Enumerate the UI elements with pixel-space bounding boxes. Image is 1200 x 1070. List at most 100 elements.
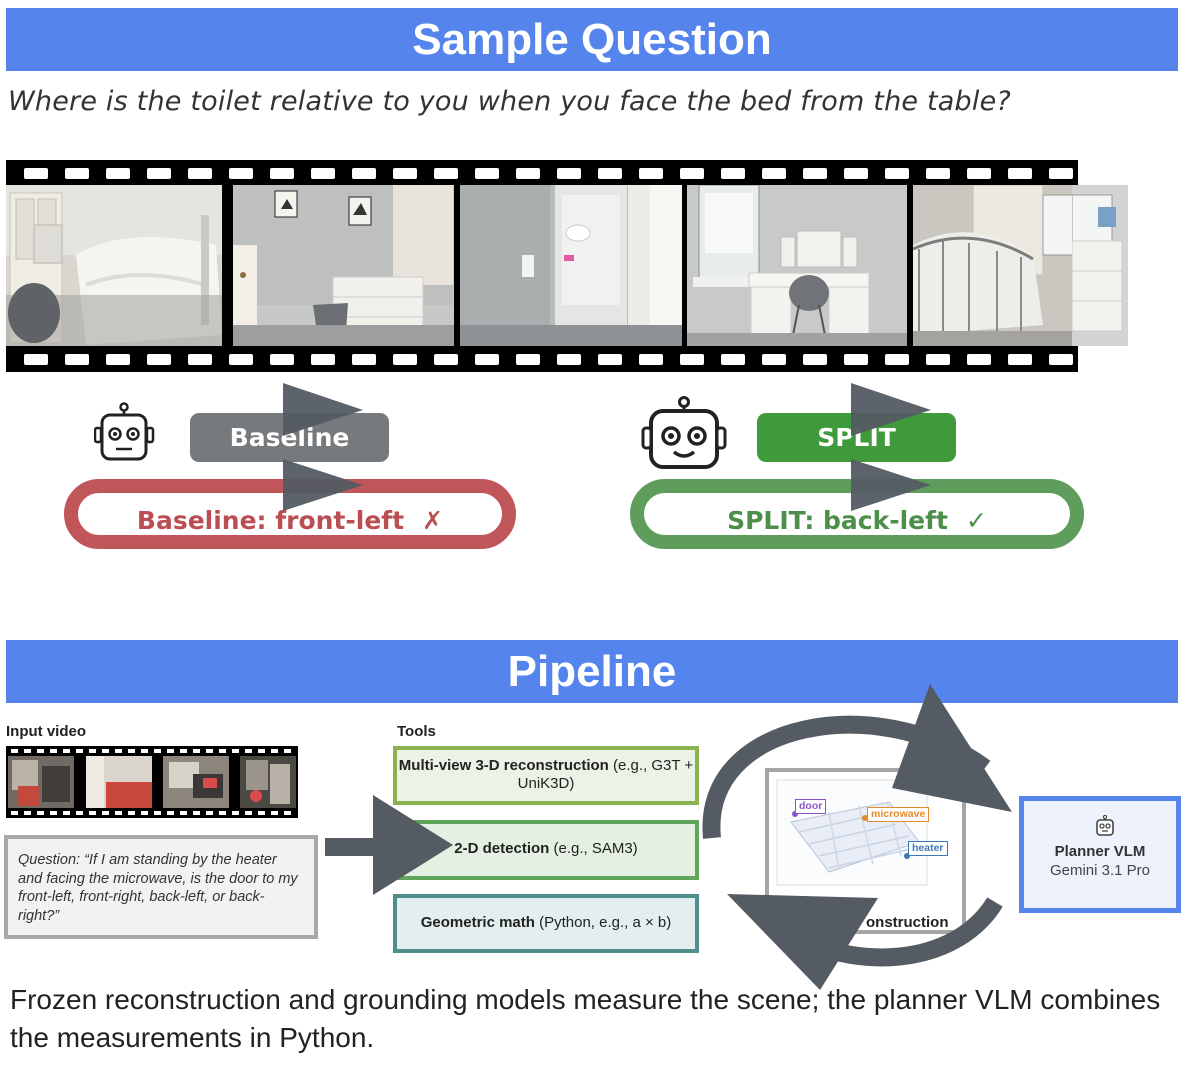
sample-question-text: Where is the toilet relative to you when… (8, 86, 1011, 117)
film-hole (967, 167, 991, 179)
film-perforations-bottom (6, 346, 1078, 372)
film-hole (284, 811, 291, 815)
arrowhead-icon-baseline-bottom (283, 459, 363, 511)
tool-2d-detection-detail: (e.g., SAM3) (553, 840, 638, 857)
mini-perforations-bottom (6, 809, 298, 817)
film-hole (65, 353, 89, 365)
arrowhead-icon-loop-lower (727, 894, 878, 990)
video-frame-5 (913, 185, 1078, 346)
film-hole (516, 353, 540, 365)
film-hole (115, 811, 122, 815)
film-hole (24, 353, 48, 365)
baseline-answer-text: Baseline: front-left (136, 506, 405, 535)
film-hole (128, 749, 135, 753)
pipeline-caption: Frozen reconstruction and grounding mode… (10, 984, 1161, 1053)
film-hole (393, 167, 417, 179)
film-hole (885, 167, 909, 179)
film-hole (65, 167, 89, 179)
arrowhead-icon-split-top (851, 383, 931, 436)
film-hole (639, 167, 663, 179)
film-hole (516, 167, 540, 179)
film-hole (680, 353, 704, 365)
film-hole (63, 749, 70, 753)
film-hole (245, 811, 252, 815)
sample-question-banner: Sample Question (6, 8, 1178, 71)
film-hole (141, 749, 148, 753)
film-perforations-top (6, 160, 1078, 186)
film-hole (598, 353, 622, 365)
film-hole (352, 167, 376, 179)
film-hole (803, 167, 827, 179)
film-hole (24, 749, 31, 753)
film-hole (193, 749, 200, 753)
film-hole (475, 167, 499, 179)
film-hole (147, 167, 171, 179)
split-answer-text: SPLIT: back-left (727, 506, 948, 535)
film-hole (352, 353, 376, 365)
video-frame-3 (460, 185, 682, 346)
film-hole (219, 749, 226, 753)
pipeline-banner: Pipeline (6, 640, 1178, 703)
film-hole (167, 811, 174, 815)
film-hole (76, 749, 83, 753)
film-hole (258, 811, 265, 815)
film-hole (219, 811, 226, 815)
film-hole (89, 749, 96, 753)
planner-robot-icon (1096, 815, 1114, 836)
tool-geometric-math-detail: (Python, e.g., a × b) (539, 914, 672, 931)
film-hole (154, 811, 161, 815)
film-hole (106, 167, 130, 179)
film-hole (762, 353, 786, 365)
tool-2d-detection: 2-D detection (e.g., SAM3) (393, 820, 699, 880)
film-hole (180, 749, 187, 753)
film-hole (24, 811, 31, 815)
film-hole (24, 167, 48, 179)
film-hole (37, 811, 44, 815)
film-hole (721, 353, 745, 365)
split-robot-icon (641, 396, 727, 475)
film-hole (762, 167, 786, 179)
film-hole (1049, 167, 1073, 179)
film-hole (106, 353, 130, 365)
film-hole (1008, 167, 1032, 179)
film-hole (639, 353, 663, 365)
arrowhead-icon-baseline-top (283, 383, 363, 436)
pipeline-question-box: Question: “If I am standing by the heate… (4, 835, 318, 939)
film-hole (154, 749, 161, 753)
film-hole (63, 811, 70, 815)
tool-3d-reconstruction-name: Multi-view 3-D reconstruction (398, 757, 609, 774)
film-hole (258, 749, 265, 753)
tool-geometric-math-name: Geometric math (420, 914, 535, 931)
film-hole (229, 353, 253, 365)
video-frame-4 (687, 185, 907, 346)
film-hole (434, 353, 458, 365)
film-hole (180, 811, 187, 815)
film-hole (844, 353, 868, 365)
film-hole (37, 749, 44, 753)
film-hole (270, 167, 294, 179)
input-video-strip (6, 746, 298, 818)
film-hole (229, 167, 253, 179)
tool-3d-reconstruction: Multi-view 3-D reconstruction (e.g., G3T… (393, 746, 699, 805)
mini-perforations-top (6, 747, 298, 755)
reconstruction-label: onstruction (866, 914, 949, 931)
film-hole (89, 811, 96, 815)
input-frame-1 (8, 756, 74, 808)
film-hole (141, 811, 148, 815)
arrowhead-icon-split-bottom (851, 459, 931, 511)
input-frame-2 (86, 756, 152, 808)
recon-tag-microwave: microwave (867, 807, 930, 822)
baseline-robot-icon (93, 402, 156, 469)
film-hole (844, 167, 868, 179)
recon-tag-door: door (795, 799, 827, 814)
film-hole (557, 167, 581, 179)
film-hole (803, 353, 827, 365)
film-hole (271, 811, 278, 815)
film-hole (206, 749, 213, 753)
arrowhead-icon-to-tools (373, 795, 453, 895)
film-hole (885, 353, 909, 365)
film-hole (721, 167, 745, 179)
film-hole (967, 353, 991, 365)
recon-tag-heater: heater (908, 841, 948, 856)
